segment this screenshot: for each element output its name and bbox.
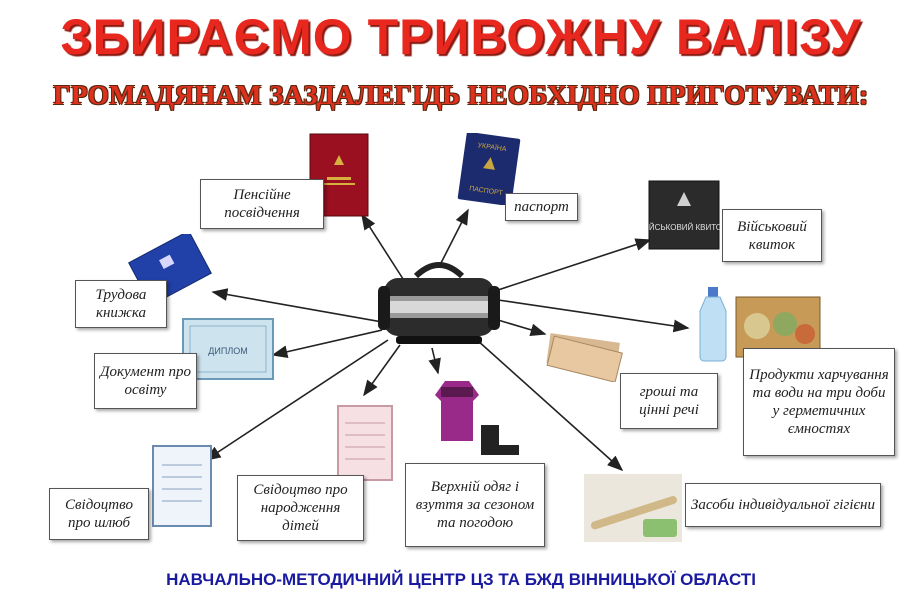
hygiene-items-icon [584,474,682,542]
military-id-icon: ВІЙСЬКОВИЙ КВИТОК [648,180,720,250]
military-cover-text: ВІЙСЬКОВИЙ КВИТОК [648,223,720,232]
label-birth-certificate: Свідоцтво про народження дітей [237,475,364,541]
birth-certificate-icon [337,405,393,481]
money-icon [546,333,623,382]
arrow-money [497,319,547,337]
label-military-id: Військовий квиток [722,209,822,262]
diploma-icon: ДИПЛОМ [182,318,274,380]
label-workbook: Трудова книжка [75,280,167,328]
page-title: ЗБИРАЄМО ТРИВОЖНУ ВАЛІЗУ [60,9,862,65]
label-marriage-certificate: Свідоцтво про шлюб [49,488,149,540]
arrow-military [497,238,652,291]
page-subtitle: ГРОМАДЯНАМ ЗАЗДАЛЕГІДЬ НЕОБХІДНО ПРИГОТУ… [53,80,869,110]
label-clothes-shoes: Верхній одяг і взуття за сезоном та пого… [405,463,545,547]
label-money-valuables: гроші та цінні речі [620,373,718,429]
label-education-document: Документ про освіту [94,353,197,409]
label-passport: паспорт [505,193,578,221]
passport-icon: УКРАЇНА ПАСПОРТ [457,133,521,205]
arrow-workbook [211,288,383,323]
label-pension-certificate: Пенсійне посвідчення [200,179,324,229]
jacket-boots-icon [435,381,519,455]
diploma-cover-text: ДИПЛОМ [208,346,247,356]
arrow-birth [363,344,401,397]
arrow-clothes [428,347,441,375]
arrow-passport [439,208,469,266]
arrow-hygiene [476,339,624,472]
footer-organization: НАВЧАЛЬНО-МЕТОДИЧНИЙ ЦЕНТР ЦЗ ТА БЖД ВІН… [166,570,756,589]
label-food-water: Продукти харчування та води на три доби … [743,348,895,456]
label-hygiene: Засоби індивідуальної гігієни [685,483,881,527]
passport-cover-bottom: ПАСПОРТ [469,185,504,197]
arrow-pension [361,213,406,283]
water-bottle-icon [699,287,727,362]
arrow-marriage [204,339,389,461]
arrow-food [497,299,690,333]
bag-icon [378,262,500,344]
food-box-icon [735,296,821,358]
arrow-education [271,329,383,359]
marriage-certificate-icon [152,445,212,527]
